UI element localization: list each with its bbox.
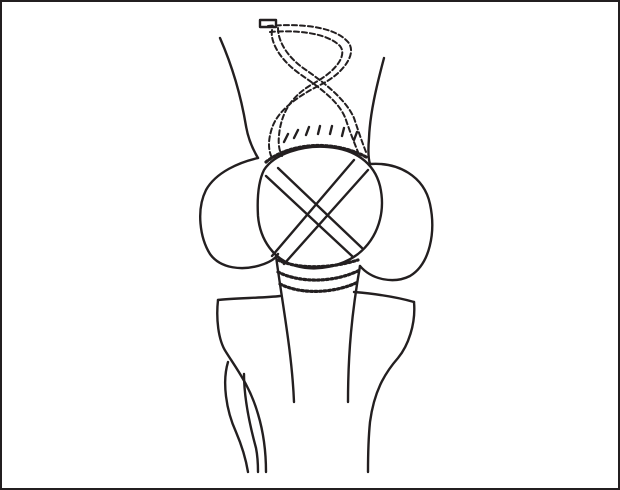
femur-shaft-right-edge xyxy=(368,58,384,164)
femoral-condyle-left xyxy=(200,158,278,268)
graft-loop-outer-2 xyxy=(270,31,342,156)
suture-line-inferior-3 xyxy=(280,282,358,291)
cross-wire-band-a-edge-1 xyxy=(266,176,352,256)
femoral-condyle-right xyxy=(360,164,432,280)
tibial-plateau-right xyxy=(354,292,414,302)
femur-shaft-left-edge xyxy=(220,38,258,158)
suture-line-inferior-2 xyxy=(278,270,360,280)
fibula-inner xyxy=(244,374,258,472)
suture-stitches-superior xyxy=(284,126,357,142)
tibia-right-border xyxy=(368,302,414,472)
tibial-plateau-left xyxy=(218,296,280,300)
